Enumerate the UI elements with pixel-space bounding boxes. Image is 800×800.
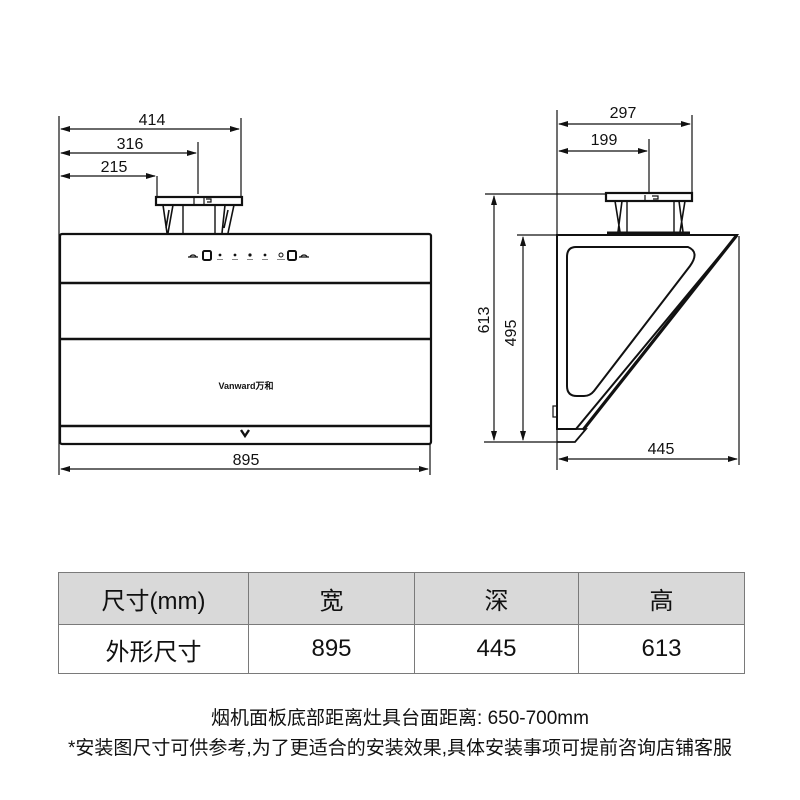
front-view: Vanward万和 — [58, 116, 433, 475]
power-button — [287, 250, 297, 261]
brand-logo: Vanward万和 — [218, 380, 273, 391]
chevron-down-icon — [240, 429, 250, 439]
light-icon — [218, 253, 222, 257]
timer-icon — [263, 253, 267, 257]
clean-icon — [233, 253, 237, 257]
row-label: 外形尺寸 — [58, 624, 249, 674]
dim-label-495: 495 — [503, 320, 520, 347]
duct-flange-side — [604, 191, 694, 203]
dimension-spec-table: 尺寸(mm) 宽 深 高 外形尺寸 895 445 613 — [58, 572, 745, 674]
disclaimer-note: *安装图尺寸可供参考,为了更适合的安装效果,具体安装事项可提前咨询店铺客服 — [68, 738, 732, 759]
cell-depth: 445 — [414, 624, 579, 674]
dim-label-316: 316 — [117, 136, 144, 153]
technical-drawing: Vanward万和 414 316 215 895 — [58, 105, 740, 475]
header-unit: 尺寸(mm) — [58, 572, 249, 625]
fan-icon — [299, 254, 309, 258]
header-width: 宽 — [248, 572, 415, 625]
dim-label-414: 414 — [139, 112, 166, 129]
dim-label-445: 445 — [648, 441, 675, 458]
speed-icon — [248, 253, 252, 257]
header-depth: 深 — [414, 572, 579, 625]
hood-side-body — [556, 234, 740, 430]
control-panel — [188, 250, 309, 261]
table-header-row: 尺寸(mm) 宽 深 高 — [58, 572, 745, 625]
dim-label-613: 613 — [476, 307, 493, 334]
dim-label-199: 199 — [591, 132, 618, 149]
cell-height: 613 — [578, 624, 745, 674]
power-button — [202, 250, 212, 261]
side-glass-window — [566, 246, 696, 397]
header-height: 高 — [578, 572, 745, 625]
dim-label-297: 297 — [610, 105, 637, 122]
cell-width: 895 — [248, 624, 415, 674]
install-height-note: 烟机面板底部距离灶具台面距离: 650-700mm — [211, 708, 589, 729]
table-row: 外形尺寸 895 445 613 — [58, 624, 745, 674]
dim-label-895: 895 — [233, 452, 260, 469]
boost-icon — [278, 252, 284, 258]
side-view — [484, 110, 740, 470]
fan-icon — [188, 254, 198, 258]
duct-flange — [154, 195, 244, 207]
dim-label-215: 215 — [101, 159, 128, 176]
